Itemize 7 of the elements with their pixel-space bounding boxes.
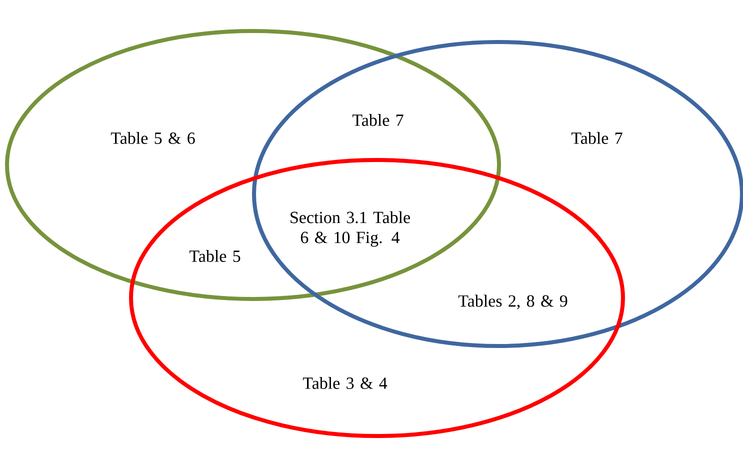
region-label: Tables 2, 8 & 9: [458, 294, 568, 310]
region-label: Table 7: [571, 132, 622, 144]
region-label: Table 7: [352, 114, 404, 126]
region-label: Table 5 & 6: [110, 132, 195, 144]
region-label: Table 3 & 4: [302, 377, 388, 389]
region-label: Section 3.1 Table 6 & 10 Fig. 4: [290, 211, 410, 247]
region-label: Table 5: [189, 250, 240, 262]
